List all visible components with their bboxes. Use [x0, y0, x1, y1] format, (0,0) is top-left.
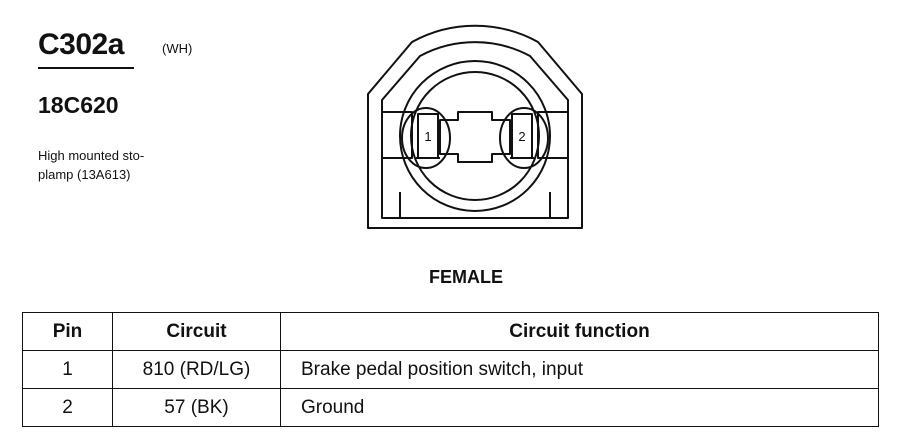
pin-label-1: 1: [424, 129, 431, 144]
outer-housing: [367, 24, 583, 229]
cell-pin: 1: [22, 350, 113, 389]
connector-id-underline: [38, 67, 134, 69]
connector-color: (WH): [162, 41, 193, 56]
cell-circuit-function: Ground: [280, 388, 879, 427]
pin-table: Pin Circuit Circuit function 1 810 (RD/L…: [22, 312, 879, 427]
table-row: 1 810 (RD/LG) Brake pedal position switc…: [22, 350, 879, 389]
cell-circuit: 57 (BK): [112, 388, 281, 427]
header-circuit: Circuit: [112, 312, 281, 351]
cell-pin: 2: [22, 388, 113, 427]
view-label: FEMALE: [429, 267, 503, 287]
header-pin: Pin: [22, 312, 113, 351]
connector-id: C302a: [38, 28, 124, 61]
cell-circuit-function: Brake pedal position switch, input: [280, 350, 879, 389]
right-lobe: [499, 107, 549, 169]
center-socket-inner: [410, 71, 540, 201]
component-description: High mounted sto- plamp (13A613): [38, 146, 144, 184]
pin-label-2: 2: [518, 129, 525, 144]
header-circuit-function: Circuit function: [280, 312, 879, 351]
description-line-2: plamp (13A613): [38, 167, 131, 182]
center-key: [439, 111, 511, 163]
table-header-row: Pin Circuit Circuit function: [22, 312, 879, 351]
left-lobe: [401, 107, 451, 169]
table-row: 2 57 (BK) Ground: [22, 388, 879, 427]
part-number: 18C620: [38, 92, 119, 118]
cell-circuit: 810 (RD/LG): [112, 350, 281, 389]
center-socket-outer: [399, 60, 551, 212]
connector-face-diagram: 1 2: [367, 24, 583, 229]
description-line-1: High mounted sto-: [38, 148, 145, 163]
inner-housing-outline: [381, 41, 569, 219]
